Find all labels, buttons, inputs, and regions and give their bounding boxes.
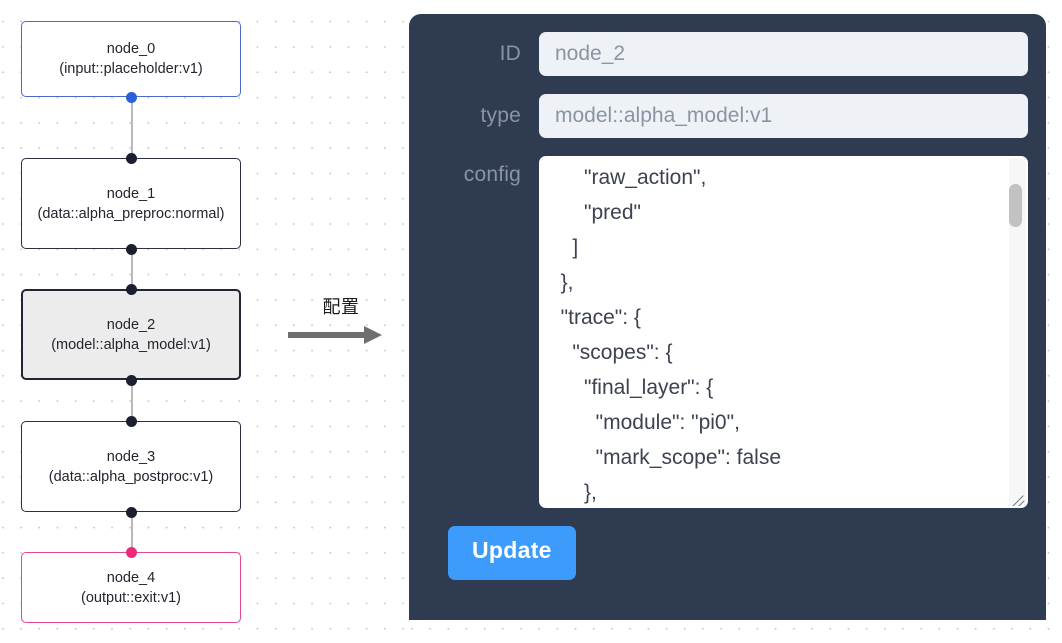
node-property-form: ID type config "raw_action", "pred" ] },…: [409, 14, 1046, 620]
graph-canvas[interactable]: node_0 (input::placeholder:v1) node_1 (d…: [0, 0, 409, 643]
config-field-label: config: [463, 163, 521, 186]
config-textarea[interactable]: "raw_action", "pred" ] }, "trace": { "sc…: [539, 156, 1028, 508]
graph-node-node_3[interactable]: node_3 (data::alpha_postproc:v1): [21, 421, 241, 512]
resize-handle-icon[interactable]: [1009, 490, 1025, 506]
node-handle-source-node_1[interactable]: [126, 243, 137, 255]
id-field-label: ID: [499, 42, 521, 65]
graph-edge-0-1: [130, 93, 133, 161]
form-row-actions: Update: [427, 526, 1028, 580]
graph-node-node_0[interactable]: node_0 (input::placeholder:v1): [21, 21, 241, 97]
node-handle-source-node_3[interactable]: [126, 506, 137, 518]
transition-annotation: 配置: [288, 296, 394, 358]
arrow-head: [364, 326, 382, 344]
node-type-label: (model::alpha_model:v1): [51, 336, 211, 353]
node-type-label: (data::alpha_preproc:normal): [37, 205, 225, 222]
graph-node-node_1[interactable]: node_1 (data::alpha_preproc:normal): [21, 158, 241, 249]
config-scrollbar-track[interactable]: [1009, 158, 1026, 506]
node-handle-source-node_0[interactable]: [126, 91, 137, 103]
transition-caption: 配置: [322, 297, 360, 317]
node-handle-target-node_4[interactable]: [126, 546, 137, 558]
node-handle-source-node_2[interactable]: [126, 374, 137, 386]
arrow-shaft: [288, 332, 366, 338]
graph-node-node_2[interactable]: node_2 (model::alpha_model:v1): [21, 289, 241, 380]
node-id-label: node_2: [106, 316, 156, 333]
node-type-label: (input::placeholder:v1): [59, 61, 203, 77]
form-row-id: ID: [427, 32, 1028, 76]
node-id-label: node_3: [106, 448, 156, 465]
form-row-config: config "raw_action", "pred" ] }, "trace"…: [427, 156, 1028, 508]
node-handle-target-node_3[interactable]: [126, 415, 137, 427]
node-handle-target-node_2[interactable]: [126, 283, 137, 295]
config-scrollbar-thumb[interactable]: [1009, 184, 1022, 227]
type-field-label: type: [480, 104, 521, 127]
node-handle-target-node_1[interactable]: [126, 152, 137, 164]
node-id-label: node_0: [106, 41, 156, 57]
node-type-label: (output::exit:v1): [81, 589, 181, 606]
node-id-label: node_4: [106, 569, 156, 586]
form-row-type: type: [427, 94, 1028, 138]
type-input[interactable]: [539, 94, 1028, 138]
node-id-label: node_1: [106, 185, 156, 202]
id-input[interactable]: [539, 32, 1028, 76]
config-textarea-wrapper: "raw_action", "pred" ] }, "trace": { "sc…: [539, 156, 1028, 508]
arrow-right-icon: [288, 326, 394, 344]
graph-node-node_4[interactable]: node_4 (output::exit:v1): [21, 552, 241, 623]
graph-edge-1-2: [130, 246, 133, 292]
graph-edge-2-3: [130, 377, 133, 424]
node-type-label: (data::alpha_postproc:v1): [48, 468, 214, 485]
graph-edge-3-4: [130, 509, 133, 555]
update-button[interactable]: Update: [448, 526, 576, 580]
